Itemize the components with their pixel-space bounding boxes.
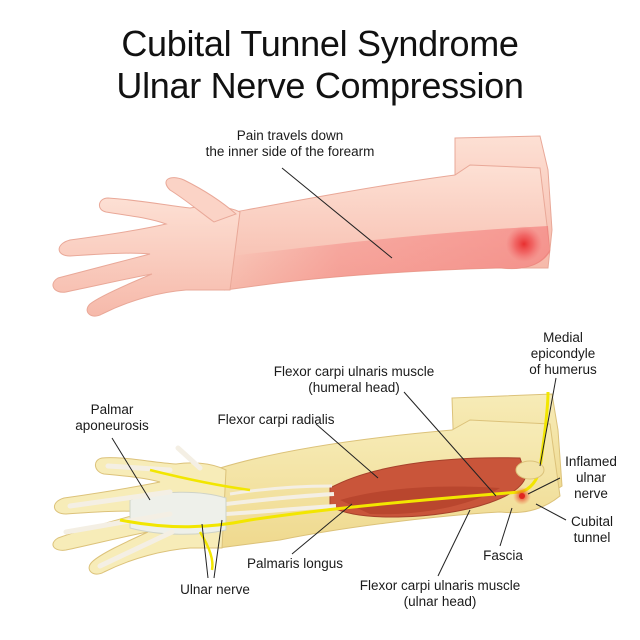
elbow-pain-spot (506, 226, 542, 262)
label-medial-epicondyle: Medial epicondyle of humerus (529, 330, 597, 377)
label-fcu-humeral-head: Flexor carpi ulnaris muscle (humeral hea… (273, 364, 435, 395)
leader-lines (111, 377, 567, 579)
label-fascia: Fascia (483, 548, 523, 563)
label-inflamed-ulnar-nerve: Inflamed ulnar nerve (565, 454, 617, 501)
title-line-2: Ulnar Nerve Compression (116, 65, 524, 106)
label-palmaris-longus: Palmaris longus (246, 556, 344, 571)
finger-bones (63, 445, 203, 569)
label-flexor-carpi-radialis: Flexor carpi radialis (217, 412, 335, 427)
label-palmar-aponeurosis: Palmar aponeurosis (75, 402, 149, 433)
thumb (165, 177, 237, 223)
pain-label: Pain travels down the inner side of the … (205, 128, 375, 159)
pain-leader-line (281, 167, 393, 259)
medial-epicondyle-shape (515, 460, 545, 480)
title-line-1: Cubital Tunnel Syndrome (121, 23, 519, 64)
hand (52, 197, 241, 317)
label-cubital-tunnel: Cubital tunnel (570, 514, 614, 545)
label-ulnar-nerve: Ulnar nerve (180, 582, 250, 597)
pain-band (225, 226, 550, 290)
label-fcu-ulnar-head: Flexor carpi ulnaris muscle (ulnar head) (359, 578, 521, 609)
